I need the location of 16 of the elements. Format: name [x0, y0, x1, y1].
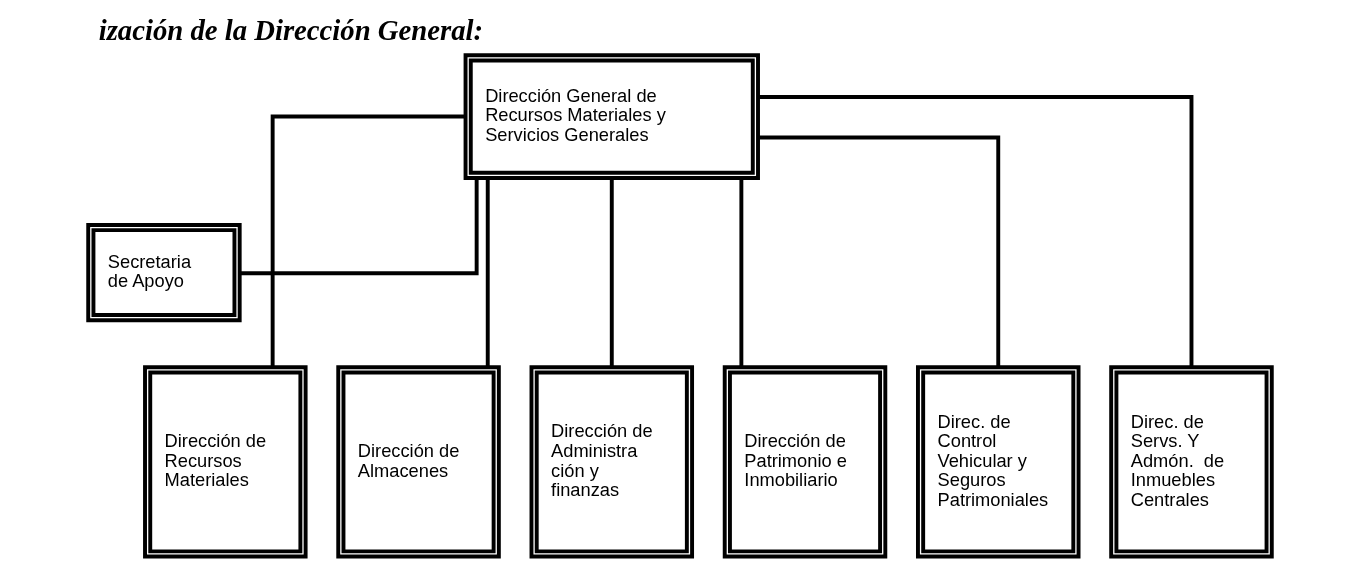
node-box: Dirección de Almacenes [335, 365, 501, 559]
node-box: Direc. de Servs. Y Admón. de Inmuebles Centrales [1108, 365, 1274, 559]
connector [270, 114, 465, 368]
node-box: Dirección de Patrimonio e Inmobiliario [722, 365, 887, 559]
connector [609, 178, 614, 368]
connector [738, 178, 743, 368]
node-box: Dirección de Administra ción y finanzas [529, 365, 694, 559]
diagram-title: ización de la Dirección General: [98, 14, 483, 47]
node-box: Direc. de Control Vehicular y Seguros Patrimoniales [915, 365, 1080, 559]
node-box: Secretaria de Apoyo [85, 223, 242, 323]
connector [757, 95, 1193, 367]
connector [239, 178, 479, 276]
node-box: Dirección General de Recursos Materiales y Servicios Generales [463, 53, 760, 180]
connector [485, 178, 490, 368]
connector [757, 135, 1000, 368]
node-box: Dirección de Recursos Materiales [142, 365, 308, 559]
